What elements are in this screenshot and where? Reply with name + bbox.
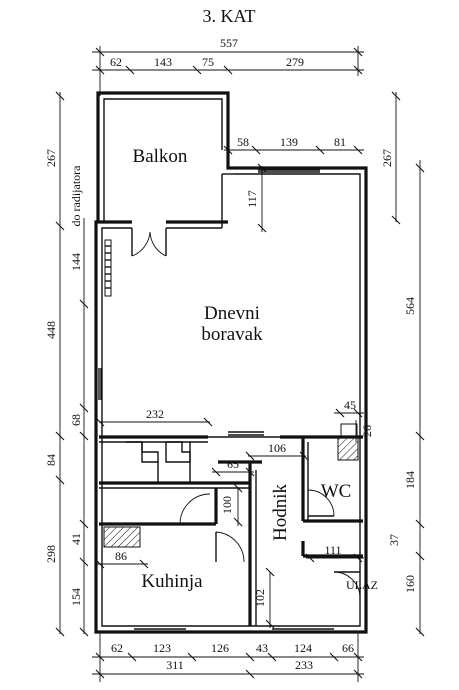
dim-in-100: 100 [220, 496, 234, 514]
radiator [104, 239, 112, 297]
balcony-door [131, 228, 167, 257]
dim-top-62: 62 [110, 55, 122, 69]
dim-in-45: 45 [344, 398, 356, 412]
shaft-kitchen [103, 526, 141, 548]
dim-mid-139: 139 [280, 135, 298, 149]
wc-door [307, 489, 335, 517]
staircase [126, 441, 191, 483]
dim-right-184: 184 [403, 471, 417, 489]
dimension-labels: 557 62 143 75 279 58 139 81 117 267 144 … [44, 36, 417, 672]
dim-left-267: 267 [44, 149, 58, 167]
dim-bot-233: 233 [295, 658, 313, 672]
dim-left-radijator: do radijatora [69, 165, 83, 227]
dim-left-298: 298 [44, 545, 58, 563]
dim-right-37: 37 [387, 534, 401, 546]
dim-top-total: 557 [220, 36, 238, 50]
dim-in-232: 232 [146, 407, 164, 421]
dim-in-65: 65 [227, 457, 239, 471]
dim-left-41: 41 [69, 533, 83, 545]
dim-left-448: 448 [44, 321, 58, 339]
room-balkon: Balkon [133, 146, 188, 167]
dim-mid-81: 81 [334, 135, 346, 149]
kitchen-door [215, 531, 245, 563]
dim-right-564: 564 [403, 297, 417, 315]
dim-top-75: 75 [202, 55, 214, 69]
dim-bot-124: 124 [294, 641, 312, 655]
dim-in-106: 106 [268, 441, 286, 455]
dim-top-143: 143 [154, 55, 172, 69]
room-dnevni-line2: boravak [201, 324, 263, 345]
room-dnevni-line1: Dnevni [204, 303, 260, 324]
dim-bot-126: 126 [211, 641, 229, 655]
shaft-small [340, 423, 358, 437]
shaft-wc [337, 437, 359, 461]
dim-bot-43: 43 [256, 641, 268, 655]
dim-in-102: 102 [253, 589, 267, 607]
dim-left-68: 68 [69, 414, 83, 426]
dim-left-84: 84 [44, 454, 58, 466]
dimension-lines [55, 46, 425, 682]
living-door [228, 431, 264, 436]
dim-bot-62: 62 [111, 641, 123, 655]
room-kuhinja: Kuhinja [141, 571, 203, 592]
entrance-door [333, 571, 361, 599]
plan-title: 3. KAT [203, 6, 256, 26]
dim-mid-58: 58 [237, 135, 249, 149]
dim-bot-311: 311 [166, 658, 184, 672]
dim-in-26: 26 [360, 425, 374, 437]
room-hodnik: Hodnik [270, 484, 291, 542]
room-wc: WC [321, 481, 352, 502]
room-ulaz: ULAZ [346, 578, 378, 592]
dim-left-154: 154 [69, 588, 83, 606]
storage-door [179, 493, 211, 525]
dim-in-86: 86 [115, 549, 127, 563]
dim-bot-123: 123 [153, 641, 171, 655]
dim-left-144: 144 [69, 253, 83, 271]
dim-in-111: 111 [324, 543, 341, 557]
dim-bot-66: 66 [342, 641, 354, 655]
dim-right-267: 267 [380, 149, 394, 167]
dim-top-279: 279 [286, 55, 304, 69]
dim-v-117: 117 [245, 190, 259, 208]
dim-right-160: 160 [403, 575, 417, 593]
